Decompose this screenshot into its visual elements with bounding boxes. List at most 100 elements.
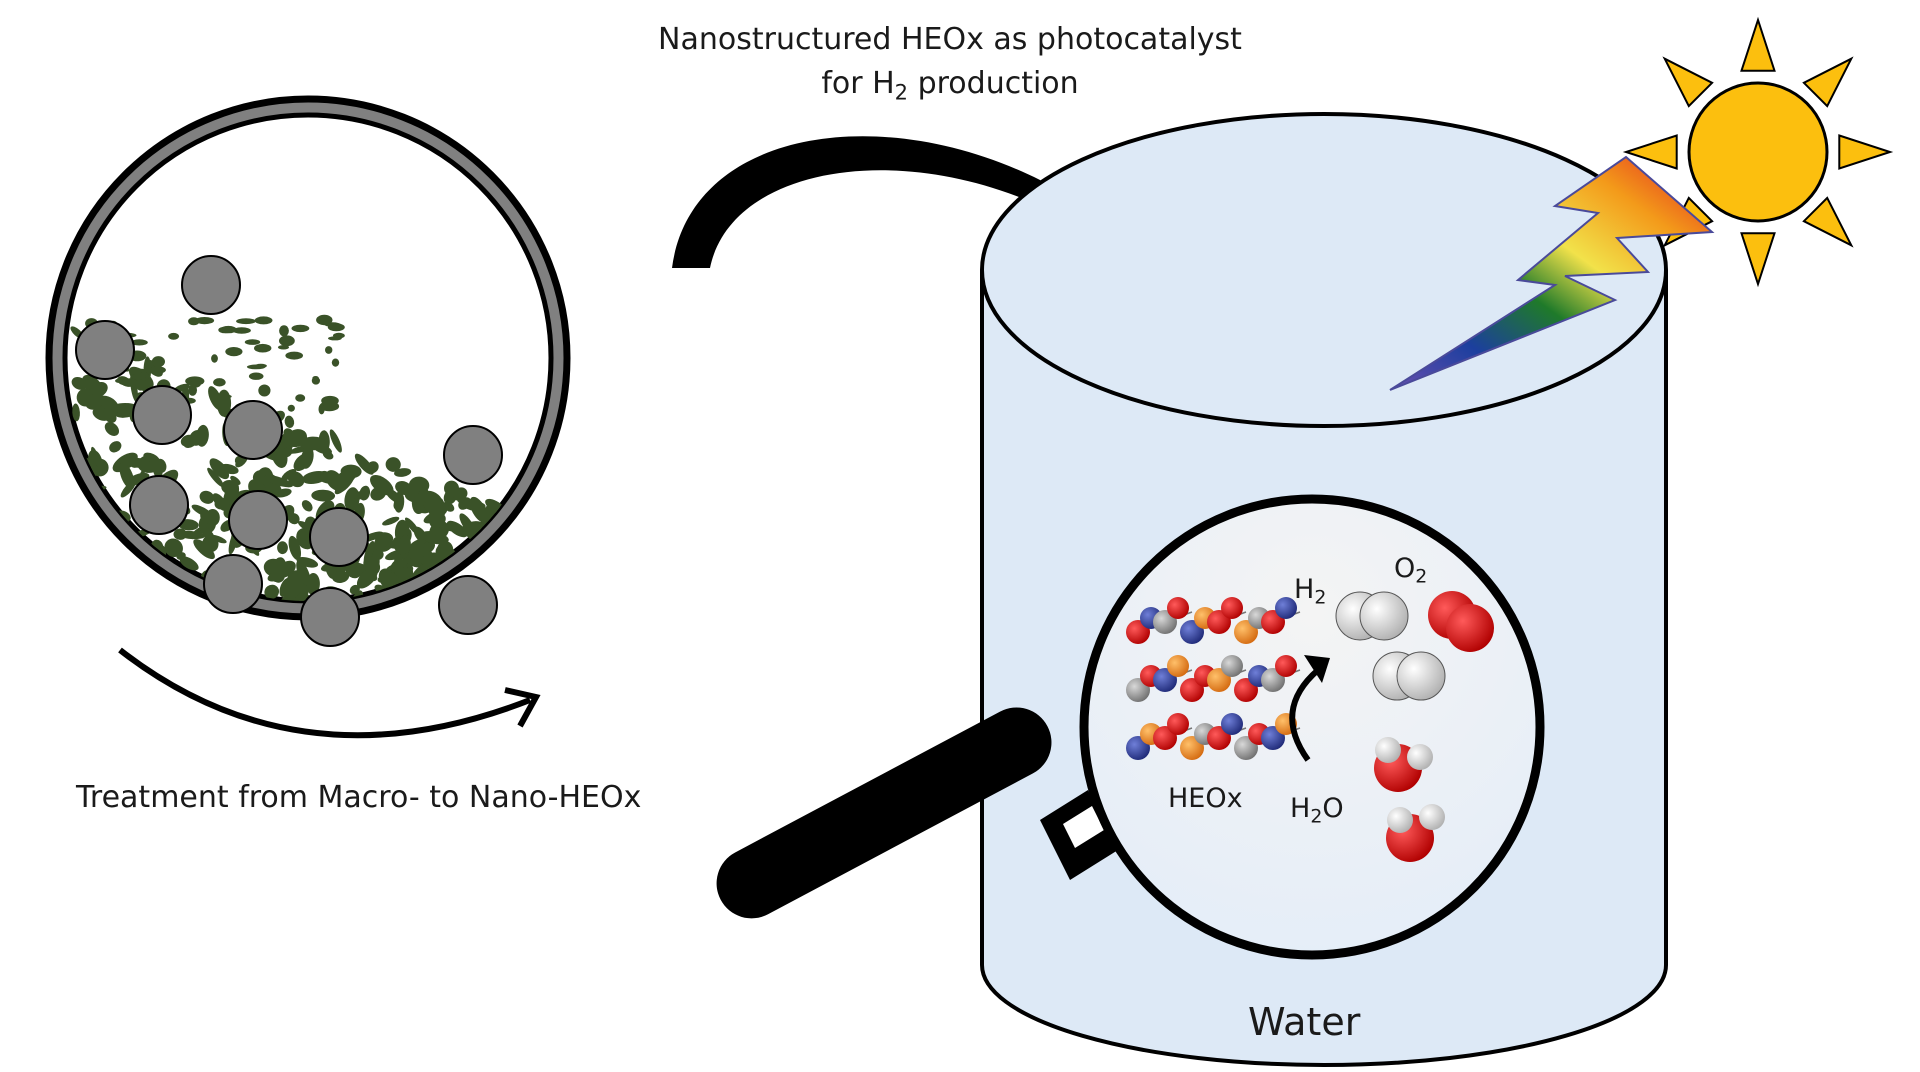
particle xyxy=(281,468,297,481)
particle xyxy=(248,372,264,380)
particle xyxy=(509,589,520,600)
particle xyxy=(530,530,550,539)
treatment-label: Treatment from Macro- to Nano-HEOx xyxy=(76,780,642,815)
h2-label: H2 xyxy=(1294,574,1326,609)
h2o-molecule xyxy=(1374,737,1433,792)
sun-ray xyxy=(1802,56,1854,108)
particle xyxy=(514,571,529,583)
particle xyxy=(325,346,333,354)
particle xyxy=(188,384,198,396)
particle xyxy=(301,500,313,512)
particle xyxy=(544,579,551,596)
particle xyxy=(363,540,375,564)
particle xyxy=(500,539,510,550)
milling-ball xyxy=(75,320,135,380)
particle xyxy=(499,577,528,592)
particle xyxy=(258,384,271,397)
particle xyxy=(462,525,473,533)
particle xyxy=(514,589,532,601)
particle xyxy=(73,604,89,620)
lattice-atom xyxy=(1275,655,1297,677)
milling-ball xyxy=(309,507,369,567)
particle xyxy=(497,575,514,598)
particle xyxy=(194,317,215,325)
particle xyxy=(514,580,528,595)
particle xyxy=(503,561,531,577)
particle xyxy=(533,525,551,540)
particle xyxy=(514,575,531,592)
o2-molecule xyxy=(1428,591,1494,652)
lattice-atom xyxy=(1167,655,1189,677)
particle xyxy=(218,326,232,334)
particle xyxy=(282,446,293,458)
h2o-label-sub: 2 xyxy=(1310,805,1323,828)
particle xyxy=(89,553,109,580)
particle xyxy=(328,336,342,341)
particle xyxy=(104,422,120,436)
particle xyxy=(501,534,517,561)
particle xyxy=(577,564,595,582)
particle xyxy=(469,496,488,523)
particle xyxy=(288,512,300,525)
particle xyxy=(548,534,551,557)
particle xyxy=(514,521,535,533)
particle xyxy=(232,327,251,334)
h2-label-sub: 2 xyxy=(1314,586,1327,609)
rotation-arrow xyxy=(118,647,541,739)
particle xyxy=(72,403,80,422)
particle xyxy=(122,457,152,468)
particle xyxy=(115,378,123,383)
heox-label: HEOx xyxy=(1168,783,1243,814)
particle xyxy=(111,603,137,618)
particle xyxy=(88,515,98,527)
particle xyxy=(209,458,230,480)
particle xyxy=(65,596,91,601)
particle xyxy=(538,564,551,587)
h2o-label: H2O xyxy=(1290,793,1344,828)
particle xyxy=(392,537,407,555)
particle xyxy=(88,381,108,399)
particle xyxy=(369,474,394,496)
particle xyxy=(536,591,551,601)
particle xyxy=(151,356,165,368)
lattice-atom xyxy=(1167,713,1189,735)
transfer-arrow xyxy=(672,136,1150,268)
particle xyxy=(130,339,148,346)
h2-label-base: H xyxy=(1294,574,1315,605)
particle xyxy=(506,563,518,585)
particle xyxy=(496,567,509,577)
h2o-molecule xyxy=(1386,804,1445,862)
particle xyxy=(285,351,304,360)
particle xyxy=(123,560,141,572)
particle xyxy=(168,332,180,340)
particle xyxy=(225,347,243,357)
particle xyxy=(539,576,551,594)
particle xyxy=(515,523,532,545)
particle xyxy=(510,585,530,601)
particle xyxy=(558,539,589,566)
particle xyxy=(417,599,428,601)
particle xyxy=(213,378,226,387)
particle xyxy=(513,563,535,586)
particle xyxy=(274,488,292,498)
particle xyxy=(577,584,597,599)
particle xyxy=(68,498,84,512)
particle xyxy=(544,537,551,555)
particle xyxy=(548,525,551,537)
particle xyxy=(316,314,333,326)
particle xyxy=(416,487,426,510)
particle xyxy=(496,544,505,557)
particle xyxy=(549,583,551,596)
diagram-title-line1: Nanostructured HEOx as photocatalyst xyxy=(658,22,1242,57)
particle xyxy=(581,548,606,572)
particle xyxy=(372,549,384,561)
particle xyxy=(494,541,510,558)
particle xyxy=(537,542,551,552)
particle xyxy=(588,595,602,609)
sun-ray xyxy=(1740,232,1776,288)
title-line2-subscript: 2 xyxy=(894,80,909,105)
particle xyxy=(179,556,199,571)
particle xyxy=(512,581,539,597)
particle xyxy=(284,579,302,598)
milling-ball xyxy=(181,255,241,315)
